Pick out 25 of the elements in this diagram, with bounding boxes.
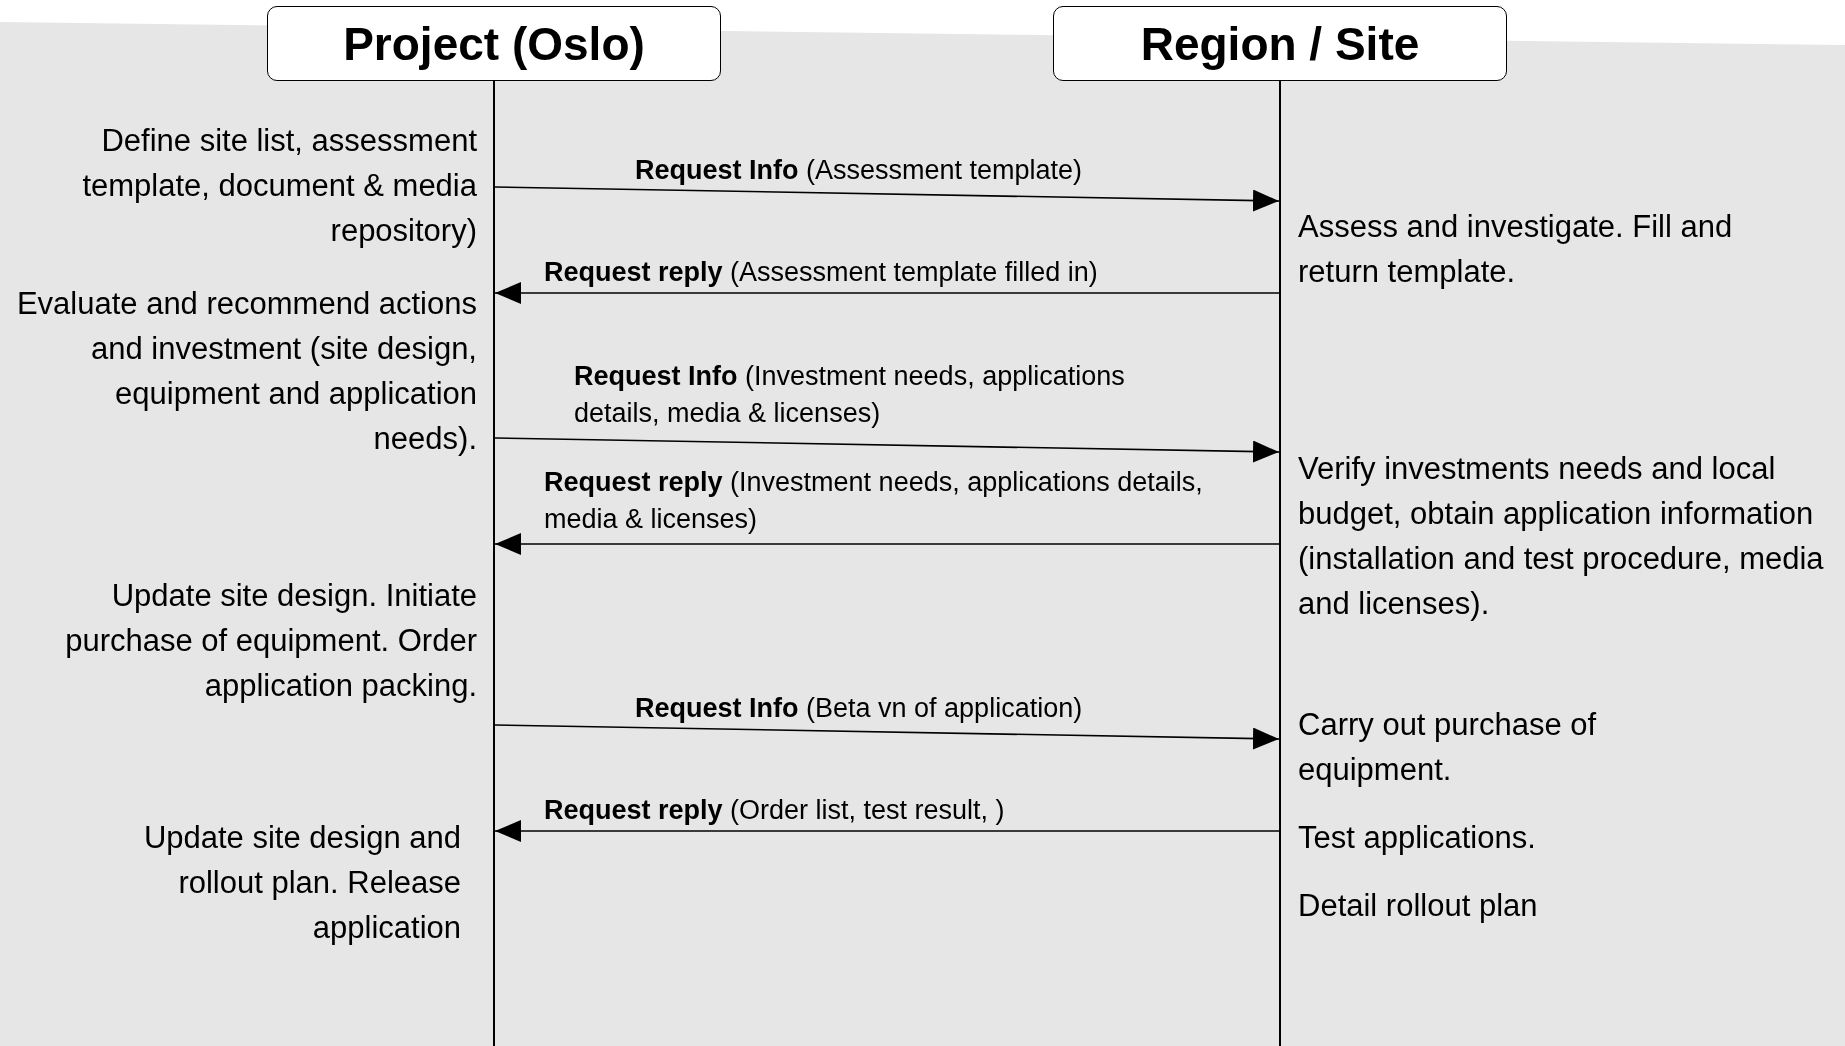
step-note: Detail rollout plan bbox=[1298, 887, 1539, 925]
message-arrow bbox=[494, 282, 1280, 304]
edge-label: Request reply (Order list, test result, ) bbox=[544, 794, 1006, 827]
message-arrow bbox=[494, 724, 1280, 750]
message-arrow bbox=[494, 186, 1280, 212]
step-note: Evaluate and recommend actions and investment (site design, equipment and application needs). bbox=[15, 285, 477, 458]
message-arrow bbox=[494, 437, 1280, 463]
step-note: Carry out purchase of equipment. bbox=[1298, 706, 1598, 789]
edge-label: Request reply (Assessment template filled in) bbox=[544, 256, 1099, 289]
participant-box: Region / Site bbox=[1053, 6, 1507, 81]
participant-box: Project (Oslo) bbox=[267, 6, 721, 81]
step-note: Test applications. bbox=[1298, 819, 1537, 857]
edge-label: Request reply (Investment needs, applications details, media & licenses) bbox=[544, 466, 1204, 536]
edge-label: Request Info (Beta vn of application) bbox=[635, 692, 1084, 725]
edge-label: Request Info (Assessment template) bbox=[635, 154, 1084, 187]
step-note: Update site design. Initiate purchase of equipment. Order application packing. bbox=[64, 577, 477, 705]
message-arrow bbox=[494, 533, 1280, 555]
lifeline bbox=[493, 81, 495, 1046]
step-note: Define site list, assessment template, document & media repository) bbox=[81, 122, 477, 250]
step-note: Update site design and rollout plan. Release application bbox=[142, 819, 461, 947]
step-note: Assess and investigate. Fill and return template. bbox=[1298, 208, 1734, 291]
step-note: Verify investments needs and local budget, obtain application information (installation and test procedure, media and licenses). bbox=[1298, 450, 1825, 623]
message-arrow bbox=[494, 820, 1280, 842]
lifeline bbox=[1279, 81, 1281, 1046]
edge-label: Request Info (Investment needs, applications details, media & licenses) bbox=[574, 360, 1126, 430]
